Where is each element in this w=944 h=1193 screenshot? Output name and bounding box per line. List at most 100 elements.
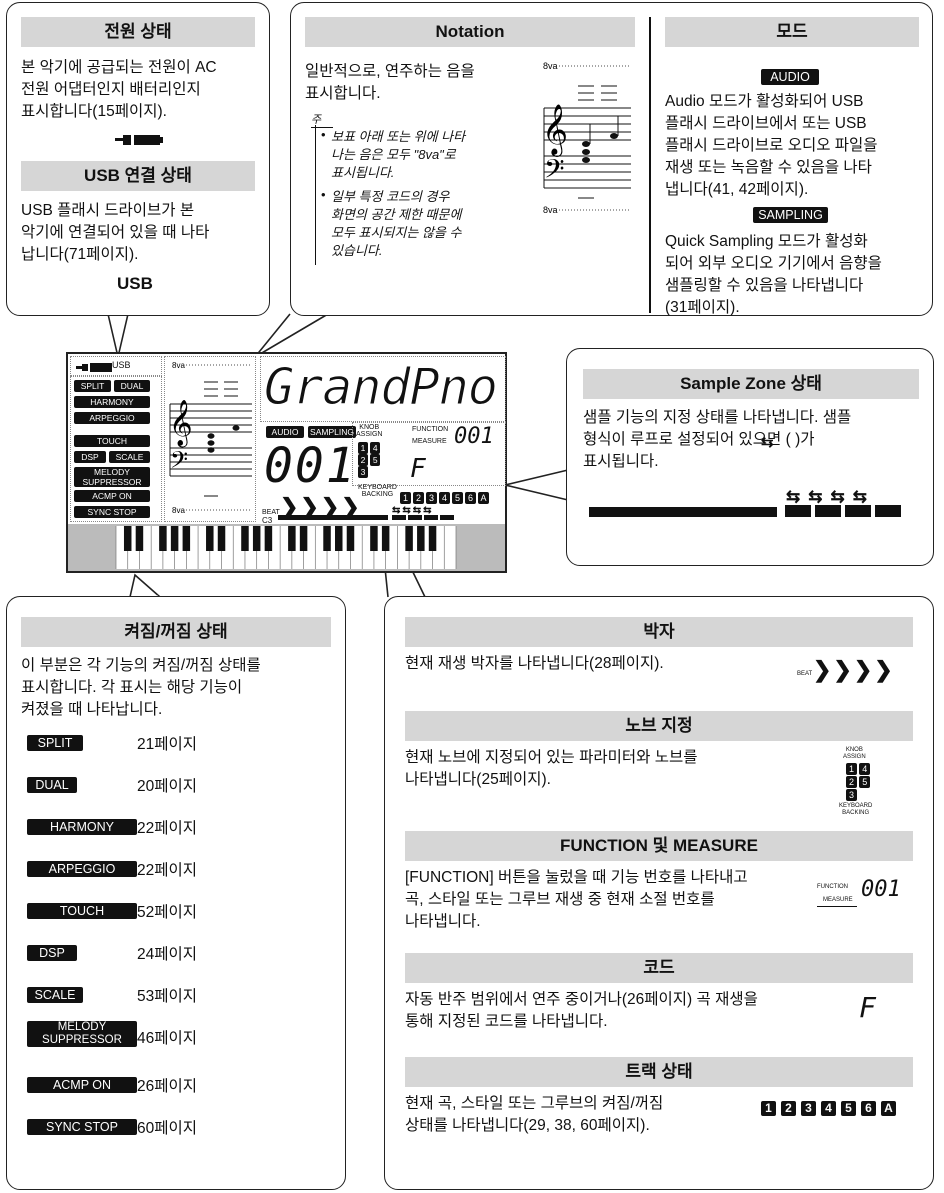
onoff-badge-melody-suppressor: MELODY SUPPRESSOR bbox=[27, 1021, 137, 1047]
onoff-page-ref: 21페이지 bbox=[137, 736, 198, 753]
knob-icon-bottom: KEYBOARD BACKING bbox=[839, 803, 873, 816]
audio-badge: AUDIO bbox=[761, 69, 819, 85]
power-status-desc: 본 악기에 공급되는 전원이 AC 전원 어댑터인지 배터리인지 표시합니다(1… bbox=[21, 59, 217, 120]
measure-icon-underline bbox=[817, 906, 857, 907]
lcd-octave-top: 8va bbox=[172, 361, 185, 370]
power-status-title: 전원 상태 bbox=[21, 17, 255, 47]
track-5: 5 bbox=[841, 1101, 856, 1116]
knob-icon-numbers: 1 4 2 5 3 bbox=[846, 763, 871, 802]
keyboard-black-key bbox=[159, 526, 167, 551]
lcd-zone-seg4 bbox=[440, 515, 454, 520]
keyboard-black-key bbox=[288, 526, 296, 551]
lcd-track-6: 6 bbox=[465, 492, 476, 504]
knob-icon-top: KNOB ASSIGN bbox=[843, 747, 866, 760]
beat-title: 박자 bbox=[405, 617, 913, 647]
keyboard-black-key bbox=[264, 526, 273, 551]
keyboard-black-key bbox=[417, 526, 425, 551]
beat-icon-label: BEAT bbox=[797, 671, 813, 677]
info-box: 박자 현재 재생 박자를 나타냅니다(28페이지). BEAT ❯❯❯❯ 노브 … bbox=[384, 596, 934, 1190]
lcd-track-4: 4 bbox=[439, 492, 450, 504]
track-3: 3 bbox=[801, 1101, 816, 1116]
lcd-kb-backing-label: KEYBOARD BACKING bbox=[358, 484, 397, 498]
octave-label-top: 8va bbox=[543, 61, 558, 71]
keyboard-black-key bbox=[206, 526, 214, 551]
lcd-usb-label: USB bbox=[112, 360, 131, 370]
function-measure-desc: [FUNCTION] 버튼을 눌렀을 때 기능 번호를 나타내고 곡, 스타일 … bbox=[405, 869, 748, 930]
measure-icon-label: MEASURE bbox=[823, 897, 853, 903]
keyboard-black-key bbox=[123, 526, 132, 551]
measure-icon-value: 001 bbox=[861, 877, 901, 902]
lcd-label-split: SPLIT bbox=[74, 380, 111, 392]
keyboard-black-key bbox=[335, 526, 343, 551]
onoff-page-ref: 24페이지 bbox=[137, 946, 198, 963]
track-title: 트랙 상태 bbox=[405, 1057, 913, 1087]
lcd-measure-value: 001 bbox=[454, 424, 494, 449]
track-icons: 1 2 3 4 5 6 A bbox=[761, 1101, 896, 1116]
onoff-page-ref: 46페이지 bbox=[137, 1030, 198, 1047]
sample-zone-box: Sample Zone 상태 샘플 기능의 지정 상태를 나타냅니다. 샘플 형… bbox=[566, 348, 934, 566]
sample-zone-bar-main bbox=[589, 507, 777, 517]
lcd-frame-name bbox=[260, 356, 506, 422]
onoff-page-ref: 22페이지 bbox=[137, 862, 198, 879]
notation-title: Notation bbox=[305, 17, 635, 47]
notation-desc: 일반적으로, 연주하는 음을 표시합니다. bbox=[305, 63, 475, 102]
sample-zone-bar-3 bbox=[845, 505, 871, 517]
function-icon-label: FUNCTION bbox=[817, 884, 848, 890]
lcd-keyboard bbox=[68, 524, 505, 571]
usb-label: USB bbox=[117, 274, 153, 293]
keyboard-black-key bbox=[252, 526, 261, 551]
chord-title: 코드 bbox=[405, 953, 913, 983]
lcd-audio-badge: AUDIO bbox=[266, 426, 304, 438]
bullet-1: • bbox=[321, 127, 326, 142]
lcd-chord: F bbox=[410, 454, 426, 484]
loop-icon-inline: ⇆ bbox=[761, 434, 774, 451]
loop-icons-row: ⇆⇆⇆⇆ bbox=[786, 487, 875, 506]
sample-zone-bar-4 bbox=[875, 505, 901, 517]
sample-zone-title: Sample Zone 상태 bbox=[583, 369, 919, 399]
onoff-page-ref: 53페이지 bbox=[137, 988, 198, 1005]
track-desc: 현재 곡, 스타일 또는 그루브의 켜짐/꺼짐 상태를 나타냅니다(29, 38… bbox=[405, 1095, 664, 1134]
lcd-sampling-badge: SAMPLING bbox=[308, 426, 356, 438]
onoff-page-ref: 22페이지 bbox=[137, 820, 198, 837]
onoff-badge-acmp-on: ACMP ON bbox=[27, 1077, 137, 1093]
keyboard-black-key bbox=[381, 526, 390, 551]
note-label: 주 bbox=[311, 114, 322, 126]
onoff-badge-split: SPLIT bbox=[27, 735, 83, 751]
chord-icon: F bbox=[859, 991, 876, 1024]
track-a: A bbox=[881, 1101, 896, 1116]
onoff-badge-harmony: HARMONY bbox=[27, 819, 137, 835]
keyboard-black-key bbox=[370, 526, 378, 551]
keyboard-black-key bbox=[299, 526, 308, 551]
lcd-battery-icon bbox=[76, 360, 116, 378]
note-vertical-line bbox=[315, 125, 316, 265]
keyboard-black-key bbox=[428, 526, 437, 551]
lcd-label-harmony: HARMONY bbox=[74, 396, 150, 408]
lcd-label-melody-suppressor: MELODY SUPPRESSOR bbox=[74, 467, 150, 487]
sample-zone-bar-2 bbox=[815, 505, 841, 517]
keyboard-black-key bbox=[346, 526, 355, 551]
lcd-display: USB SPLIT DUAL HARMONY ARPEGGIO TOUCH DS… bbox=[66, 352, 507, 573]
lcd-tracks: 1 2 3 4 5 6 A bbox=[400, 492, 489, 504]
notation-mode-box: Notation 일반적으로, 연주하는 음을 표시합니다. 주 보표 아래 또… bbox=[290, 2, 933, 316]
keyboard-black-key bbox=[323, 526, 331, 551]
onoff-badge-sync-stop: SYNC STOP bbox=[27, 1119, 137, 1135]
lcd-voice-name: GrandPno bbox=[264, 358, 499, 417]
lcd-frame-labels bbox=[70, 376, 162, 522]
lcd-zone-bar bbox=[278, 515, 388, 520]
battery-icon bbox=[115, 132, 165, 153]
lcd-label-touch: TOUCH bbox=[74, 435, 150, 447]
mode-title: 모드 bbox=[665, 17, 919, 47]
keyboard-black-key bbox=[405, 526, 413, 551]
bullet-2: • bbox=[321, 187, 326, 202]
lcd-track-3: 3 bbox=[426, 492, 437, 504]
keyboard-black-key bbox=[135, 526, 144, 551]
lcd-frame-left bbox=[70, 356, 162, 376]
track-2: 2 bbox=[781, 1101, 796, 1116]
keyboard-black-key bbox=[217, 526, 226, 551]
onoff-badge-dual: DUAL bbox=[27, 777, 77, 793]
keyboard-black-key bbox=[170, 526, 179, 551]
audio-mode-desc: Audio 모드가 활성화되어 USB 플래시 드라이브에서 또는 USB 플래… bbox=[665, 93, 878, 198]
onoff-badge-dsp: DSP bbox=[27, 945, 77, 961]
track-1: 1 bbox=[761, 1101, 776, 1116]
usb-status-title: USB 연결 상태 bbox=[21, 161, 255, 191]
